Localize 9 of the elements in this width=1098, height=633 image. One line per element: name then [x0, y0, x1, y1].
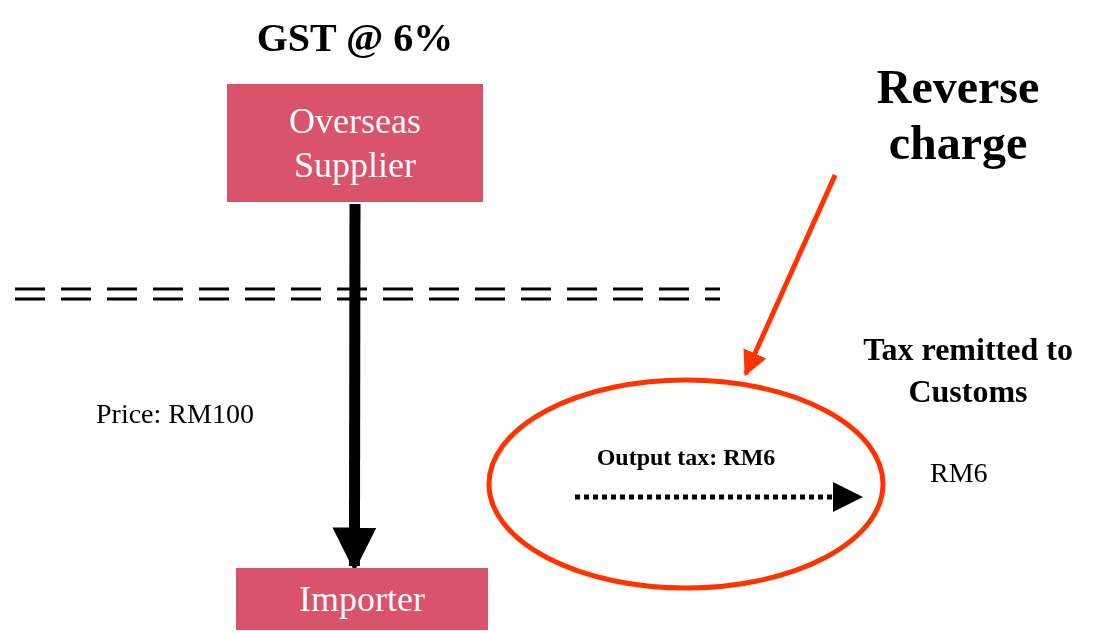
edge-label: Price: RM100 [96, 397, 254, 431]
title: GST @ 6% [255, 14, 455, 62]
process-box: Overseas Supplier [227, 84, 483, 202]
arrow [743, 174, 838, 377]
process-box: Importer [236, 568, 488, 630]
note-text: Tax remitted to Customs [862, 330, 1074, 411]
callout-text: Reverse charge [830, 55, 1086, 175]
node-text: Output tax: RM6 [596, 443, 776, 472]
amount-label: RM6 [930, 456, 988, 490]
